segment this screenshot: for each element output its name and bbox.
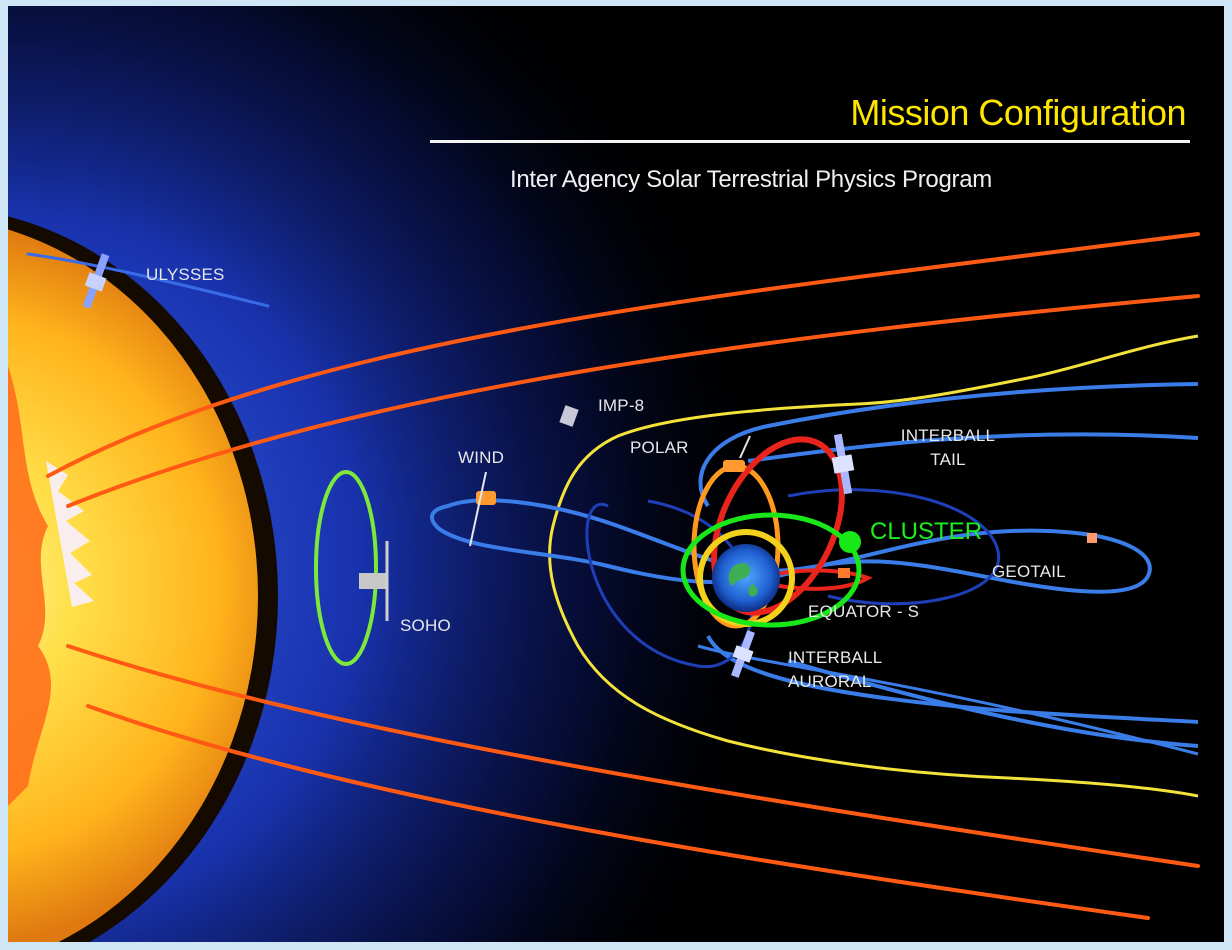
geotail-spacecraft-icon (1087, 533, 1097, 543)
soho-spacecraft-icon (359, 541, 389, 621)
equator-s-spacecraft-icon (838, 568, 850, 578)
label-ulysses: ULYSSES (146, 265, 225, 284)
label-interball-tail-line2: TAIL (930, 450, 966, 469)
label-soho: SOHO (400, 616, 451, 635)
diagram-subtitle: Inter Agency Solar Terrestrial Physics P… (510, 166, 992, 193)
interball-auroral-spacecraft-icon (731, 630, 755, 678)
label-wind: WIND (458, 448, 505, 467)
label-interball-tail-line1: INTERBALL (900, 426, 996, 445)
label-cluster: CLUSTER (870, 518, 983, 545)
imp8-spacecraft-icon (559, 405, 579, 427)
label-interball-auroral: INTERBALL AURORAL (788, 646, 882, 694)
label-imp8: IMP-8 (598, 396, 645, 415)
equator-s-orbit (767, 568, 873, 591)
title-divider (430, 140, 1190, 143)
wind-spacecraft-icon (469, 471, 496, 547)
magnetopause (548, 334, 1199, 798)
diagram-artwork (8, 6, 1224, 942)
diagram-title: Mission Configuration (850, 92, 1186, 133)
label-geotail: GEOTAIL (992, 562, 1066, 581)
label-interball-auroral-line1: INTERBALL (788, 648, 883, 667)
solar-wind-lines (26, 232, 1200, 920)
interball-tail-spacecraft-icon (831, 433, 855, 495)
spacecraft-icons (82, 253, 1097, 678)
soho-halo-orbit (314, 470, 378, 666)
label-interball-tail: INTERBALL TAIL (878, 424, 1018, 472)
polar-spacecraft-icon (723, 435, 751, 472)
label-equator-s: EQUATOR - S (808, 602, 920, 621)
mission-diagram: Mission Configuration Inter Agency Solar… (8, 6, 1224, 942)
cluster-highlight (680, 512, 862, 628)
ulysses-spacecraft-icon (82, 253, 110, 309)
sun (8, 216, 278, 942)
label-polar: POLAR (630, 438, 689, 457)
label-interball-auroral-line2: AURORAL (788, 672, 872, 691)
